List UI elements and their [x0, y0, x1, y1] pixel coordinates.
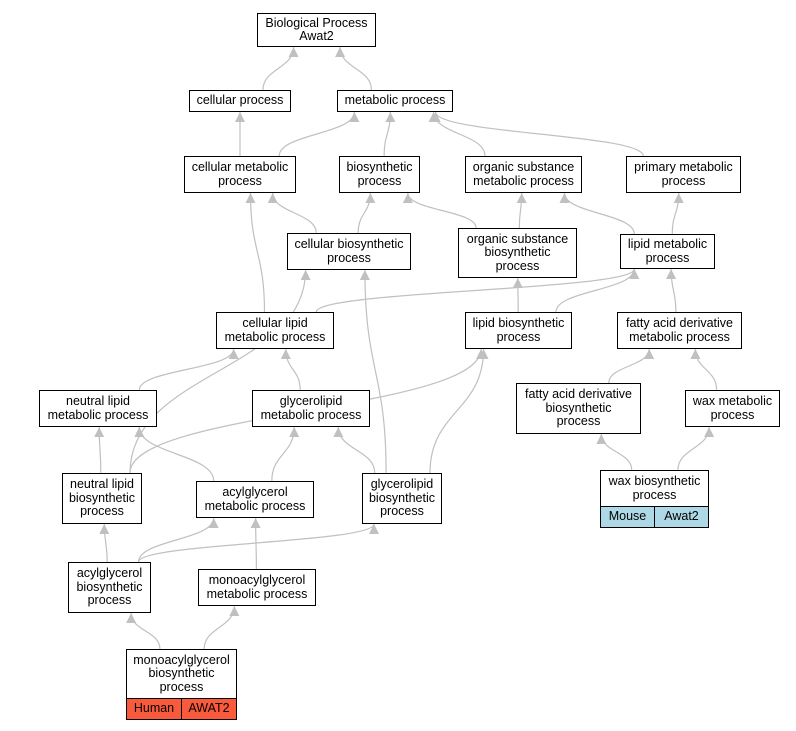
node-wax-metabolic-process[interactable]: wax metabolic process [685, 390, 780, 427]
edge-wm-to-fadm [690, 348, 718, 391]
node-neutral-lipid-metabolic-process[interactable]: neutral lipid metabolic process [39, 390, 157, 427]
edge-glm-to-clm [280, 348, 301, 391]
edge-magb-to-agb [126, 612, 161, 650]
edge-glb-to-cbios [359, 269, 387, 474]
edge-nlb-to-nlm [94, 426, 105, 474]
node-neutral-lipid-biosynthetic-process[interactable]: neutral lipid biosynthetic process [62, 473, 142, 524]
edge-agb-to-nlb [99, 523, 110, 563]
gene-node-monoacylglycerol-biosynthetic-process[interactable]: monoacylglycerol biosynthetic process Hu… [126, 649, 237, 720]
edge-osb-to-osm [516, 192, 527, 229]
node-biosynthetic-process[interactable]: biosynthetic process [339, 156, 420, 193]
node-fatty-acid-derivative-biosynthetic-process[interactable]: fatty acid derivative biosynthetic proce… [516, 383, 641, 434]
edge-clm-to-lm [315, 268, 640, 313]
gene-annotation-row: Human AWAT2 [127, 698, 236, 719]
edge-wb-to-wm [677, 426, 715, 471]
edge-cbios-to-bios [357, 192, 376, 234]
gene-symbol-label: Awat2 [654, 507, 708, 527]
gene-node-term-label: monoacylglycerol biosynthetic process [127, 650, 236, 698]
node-acylglycerol-biosynthetic-process[interactable]: acylglycerol biosynthetic process [68, 562, 151, 613]
gene-node-wax-biosynthetic-process[interactable]: wax biosynthetic process Mouse Awat2 [600, 470, 709, 528]
node-biological-process[interactable]: Biological Process Awat2 [257, 13, 376, 47]
node-cellular-process[interactable]: cellular process [189, 90, 291, 112]
edge-met-to-bp [335, 46, 373, 91]
node-organic-substance-biosynthetic-process[interactable]: organic substance biosynthetic process [458, 228, 577, 278]
gene-annotation-row: Mouse Awat2 [601, 506, 708, 527]
edge-glb-to-glm [333, 426, 376, 474]
edge-clm-to-cmet [245, 192, 266, 313]
node-cellular-lipid-metabolic-process[interactable]: cellular lipid metabolic process [216, 312, 334, 349]
edge-agb-to-agm [137, 517, 219, 563]
node-lipid-biosynthetic-process[interactable]: lipid biosynthetic process [465, 312, 572, 349]
node-metabolic-process[interactable]: metabolic process [337, 90, 453, 112]
species-label: Human [133, 701, 175, 716]
node-primary-metabolic-process[interactable]: primary metabolic process [626, 156, 741, 193]
edge-magb-to-magm [203, 605, 240, 650]
edge-osb-to-bios [402, 192, 477, 229]
node-organic-substance-metabolic-process[interactable]: organic substance metabolic process [465, 156, 582, 193]
edge-osm-to-met [428, 111, 486, 157]
edge-nlm-to-clm [138, 348, 239, 391]
node-cellular-biosynthetic-process[interactable]: cellular biosynthetic process [287, 233, 411, 270]
node-fatty-acid-derivative-metabolic-process[interactable]: fatty acid derivative metabolic process [617, 312, 742, 349]
edge-wb-to-fadb [596, 433, 633, 471]
edge-lm-to-pm [671, 192, 684, 235]
gene-node-term-label: wax biosynthetic process [601, 471, 708, 506]
edge-cmet-to-met [278, 111, 360, 157]
species-label: Mouse [608, 509, 647, 524]
edge-agm-to-nlm [134, 426, 215, 482]
edge-fadm-to-lm [666, 268, 677, 313]
node-cellular-metabolic-process[interactable]: cellular metabolic process [184, 156, 296, 193]
edge-agm-to-glm [271, 426, 300, 482]
node-acylglycerol-metabolic-process[interactable]: acylglycerol metabolic process [196, 481, 314, 518]
edge-pm-to-met [430, 111, 644, 157]
edge-lb-to-lm [555, 268, 640, 313]
edge-fadb-to-fadm [608, 348, 655, 384]
edge-magm-to-agm [250, 517, 261, 570]
node-glycerolipid-biosynthetic-process[interactable]: glycerolipid biosynthetic process [362, 473, 442, 524]
node-glycerolipid-metabolic-process[interactable]: glycerolipid metabolic process [252, 390, 370, 427]
gene-symbol-label: AWAT2 [181, 699, 236, 719]
edge-bios-to-met [383, 111, 396, 157]
node-lipid-metabolic-process[interactable]: lipid metabolic process [620, 234, 715, 269]
node-monoacylglycerol-metabolic-process[interactable]: monoacylglycerol metabolic process [198, 569, 316, 606]
edge-glb-to-lb [429, 348, 489, 474]
edge-cell-to-bp [262, 46, 299, 91]
edge-nlb-to-cbios [129, 269, 311, 474]
edge-cbios-to-cmet [267, 192, 317, 234]
edge-lm-to-osm [559, 192, 635, 235]
